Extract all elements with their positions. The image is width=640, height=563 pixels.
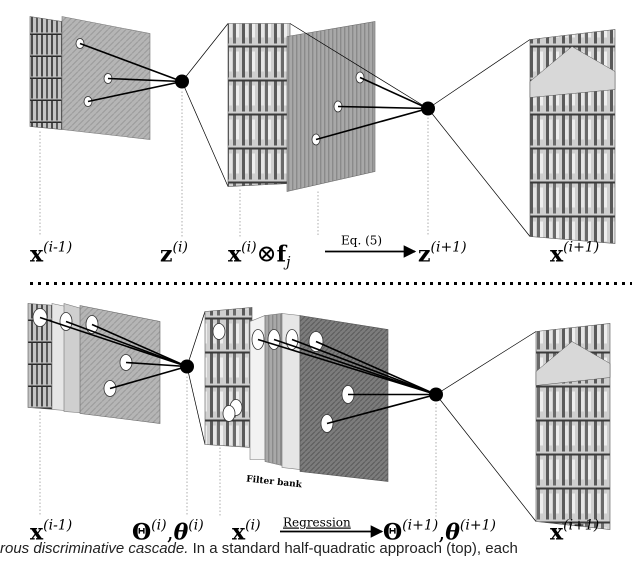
top-label-z: z(i) bbox=[160, 240, 188, 268]
bottom-row: Filter bank x(i-1) Θ(i),θ(i) x(i) bbox=[27, 303, 611, 546]
caption-italic: rous discriminative cascade. bbox=[0, 540, 189, 557]
bottom-image-x bbox=[204, 307, 253, 448]
top-node-z bbox=[175, 74, 189, 89]
top-label-z-next: z(i+1) bbox=[418, 240, 467, 268]
bottom-label-x: x(i) bbox=[232, 518, 261, 546]
top-image-x bbox=[227, 23, 291, 187]
bottom-arrow-label: Regression bbox=[283, 516, 351, 530]
top-node-z-next bbox=[421, 101, 435, 116]
top-filtered-image bbox=[61, 16, 151, 140]
top-label-x-prev: x(i-1) bbox=[30, 240, 72, 268]
top-row: x(i-1) z(i) x(i)⊗fj Eq. (5) z(i+1) x(i+1… bbox=[29, 16, 616, 271]
top-connections-right bbox=[289, 23, 531, 237]
caption-rest: In a standard half-quadratic approach (t… bbox=[188, 540, 518, 557]
bottom-connections-left bbox=[39, 311, 206, 445]
bottom-image-x-next bbox=[535, 323, 611, 530]
filter-bank bbox=[212, 313, 389, 482]
top-guide-lines bbox=[39, 91, 429, 237]
bottom-node-theta-next bbox=[429, 387, 443, 402]
bottom-label-theta-next: Θ(i+1),θ(i+1) bbox=[383, 518, 496, 546]
top-label-x-next: x(i+1) bbox=[550, 240, 599, 268]
bottom-node-theta bbox=[180, 359, 194, 374]
bottom-label-x-prev: x(i-1) bbox=[30, 518, 72, 546]
bottom-connections-right bbox=[257, 331, 537, 522]
top-arrow-label: Eq. (5) bbox=[341, 234, 382, 248]
bottom-label-theta: Θ(i),θ(i) bbox=[132, 518, 204, 546]
figure-caption: rous discriminative cascade. In a standa… bbox=[0, 540, 640, 563]
top-filtered-x bbox=[286, 21, 376, 192]
filter-bank-label: Filter bank bbox=[246, 475, 303, 491]
top-image-x-next bbox=[529, 29, 616, 244]
top-label-x-otimes-f: x(i)⊗fj bbox=[228, 240, 291, 271]
top-image-x-prev bbox=[29, 16, 63, 130]
bottom-label-x-next: x(i+1) bbox=[550, 518, 599, 546]
top-connections-left bbox=[79, 23, 229, 187]
bottom-guide-lines bbox=[39, 376, 437, 517]
